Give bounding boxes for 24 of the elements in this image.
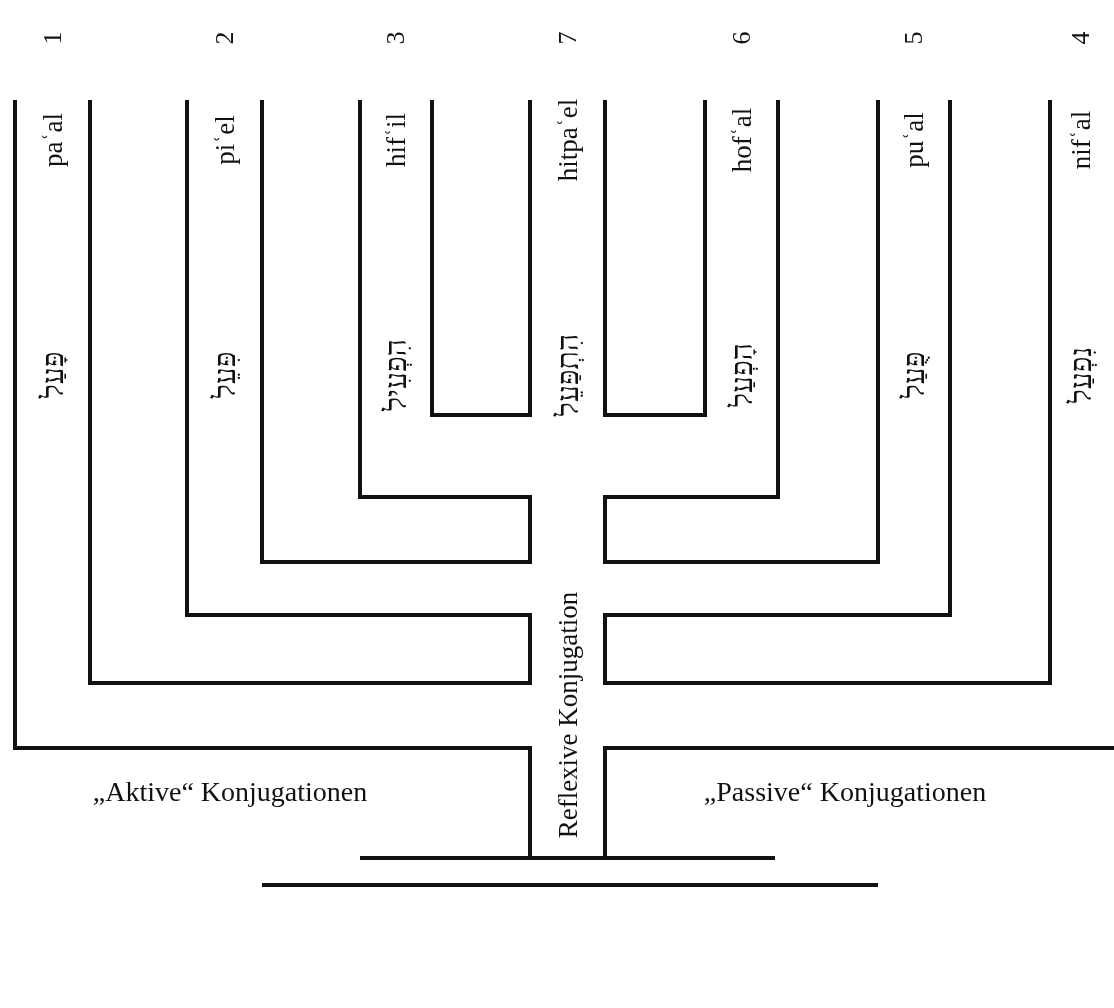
number-label: 5 xyxy=(901,31,927,45)
number-label: 7 xyxy=(554,31,581,45)
conjugation-name: hifʿil xyxy=(382,113,410,167)
hebrew-form: נִפְעַל xyxy=(1066,346,1096,404)
hebrew-form: פֻּעַל xyxy=(899,351,929,399)
number-label: 1 xyxy=(39,31,66,45)
hebrew-form: הִתְפַּעֵל xyxy=(552,333,583,417)
number-label: 2 xyxy=(211,31,238,45)
conjugation-name: puʿal xyxy=(900,112,928,168)
conjugation-name: piʿel xyxy=(211,115,238,165)
conjugation-name: nifʿal xyxy=(1067,110,1095,170)
number-label: 6 xyxy=(728,31,755,45)
hebrew-form: הָפְעַל xyxy=(726,343,757,407)
group-label: „Aktive“ Konjugationen xyxy=(92,778,368,806)
hebrew-form: פִּעֵל xyxy=(209,351,240,399)
group-label: „Passive“ Konjugationen xyxy=(703,778,987,806)
group-label: Reflexive Konjugation xyxy=(554,591,581,839)
conjugation-name: hitpaʿel xyxy=(554,98,581,182)
conjugation-name: hofʿal xyxy=(728,107,755,173)
conjugation-name: paʿal xyxy=(39,113,66,167)
hebrew-form: הִפְעִיל xyxy=(381,339,411,411)
hebrew-form: פָּעַל xyxy=(37,351,68,399)
number-label: 3 xyxy=(383,31,409,45)
number-label: 4 xyxy=(1068,31,1094,45)
